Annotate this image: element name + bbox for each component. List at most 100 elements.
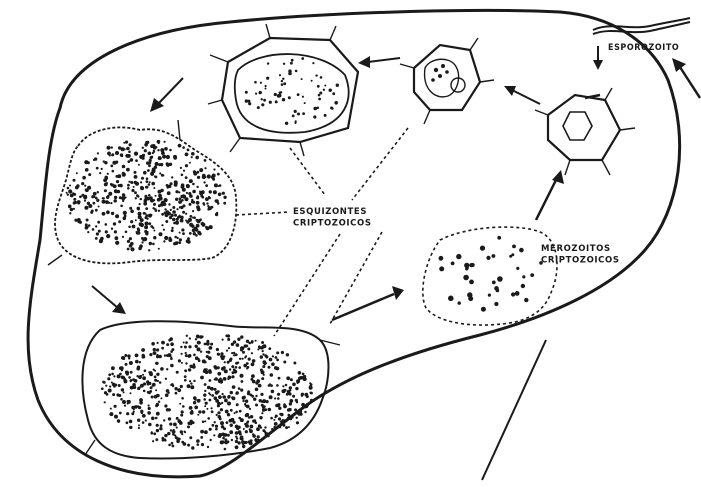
stipple-dot xyxy=(182,194,185,197)
stipple-dot xyxy=(253,398,256,401)
stipple-dot xyxy=(275,356,278,359)
stipple-dot xyxy=(102,212,106,216)
stipple-dot xyxy=(104,161,107,164)
hepatocyte-infected xyxy=(535,88,635,175)
stipple-dot xyxy=(122,400,126,404)
stipple-dot xyxy=(180,219,184,223)
stipple-dot xyxy=(179,421,183,425)
stipple-dot xyxy=(211,410,214,413)
stipple-dot xyxy=(262,399,266,403)
stipple-dot xyxy=(96,232,99,235)
stipple-dot xyxy=(277,403,280,406)
stipple-dot xyxy=(170,209,172,211)
stipple-dot xyxy=(231,396,234,399)
stipple-dot xyxy=(149,242,152,245)
stipple-dot xyxy=(189,380,191,382)
stipple-dot xyxy=(106,393,109,396)
stipple-dot xyxy=(134,191,137,194)
stipple-dot xyxy=(248,440,251,443)
stipple-dot xyxy=(85,169,88,172)
stipple-dot xyxy=(147,391,150,394)
stipple-dot xyxy=(261,377,264,380)
stipple-dot xyxy=(143,212,146,215)
stipple-dot xyxy=(190,215,193,218)
stipple-dot xyxy=(304,102,306,104)
stipple-dot xyxy=(172,445,175,448)
stipple-dot xyxy=(137,231,140,234)
stipple-dot xyxy=(464,263,469,268)
stipple-dot xyxy=(173,423,177,427)
stipple-dot xyxy=(140,186,143,189)
stipple-dot xyxy=(169,237,172,240)
stipple-dot xyxy=(148,222,151,225)
stipple-dot xyxy=(209,346,213,350)
stipple-dot xyxy=(198,410,201,413)
stipple-dot xyxy=(164,354,166,356)
stipple-dot xyxy=(488,294,491,297)
stipple-dot xyxy=(111,146,113,148)
stipple-dot xyxy=(217,411,220,414)
stipple-dot xyxy=(234,412,236,414)
stipple-dot xyxy=(75,201,78,204)
stipple-dot xyxy=(67,187,70,190)
stipple-dot xyxy=(283,63,285,65)
stipple-dot xyxy=(135,197,137,199)
stipple-dot xyxy=(197,443,200,446)
stipple-dot xyxy=(281,80,283,82)
stipple-dot xyxy=(258,384,262,388)
stipple-dot xyxy=(278,94,282,98)
stipple-dot xyxy=(143,390,146,393)
stipple-dot xyxy=(222,437,225,440)
stipple-dot xyxy=(193,363,196,366)
stipple-dot xyxy=(207,417,210,420)
stipple-dot xyxy=(292,395,295,398)
stipple-dot xyxy=(235,445,239,449)
stipple-dot xyxy=(111,212,114,215)
stipple-dot xyxy=(214,388,217,391)
stipple-dot xyxy=(240,335,243,338)
stipple-dot xyxy=(267,62,269,64)
stipple-dot xyxy=(211,175,215,179)
stipple-dot xyxy=(114,189,118,193)
stipple-dot xyxy=(141,156,144,159)
stipple-dot xyxy=(252,380,256,384)
stipple-dot xyxy=(296,417,298,419)
stipple-dot xyxy=(274,93,277,96)
stipple-dot xyxy=(173,222,176,225)
stipple-dot xyxy=(125,141,128,144)
stipple-dot xyxy=(163,240,165,242)
stipple-dot xyxy=(163,202,167,206)
stipple-dot xyxy=(152,207,154,209)
stipple-dot xyxy=(189,436,192,439)
stipple-dot xyxy=(68,189,72,193)
stipple-dot xyxy=(133,186,135,188)
stipple-dot xyxy=(264,426,266,428)
stipple-dot xyxy=(288,426,290,428)
stipple-dot xyxy=(245,413,249,417)
stipple-dot xyxy=(261,98,263,100)
stipple-dot xyxy=(271,428,273,430)
stipple-dot xyxy=(256,427,260,431)
stipple-dot xyxy=(210,343,213,346)
stipple-dot xyxy=(189,162,191,164)
stipple-dot xyxy=(197,208,201,212)
stipple-dot xyxy=(111,366,115,370)
stipple-dot xyxy=(146,381,148,383)
stipple-dot xyxy=(245,355,247,357)
stipple-dot xyxy=(172,210,176,214)
stipple-dot xyxy=(227,338,230,341)
stipple-dot xyxy=(334,101,338,105)
arrowhead xyxy=(593,60,603,70)
stipple-dot xyxy=(240,418,244,422)
stipple-dot xyxy=(245,99,248,102)
stipple-dot xyxy=(226,421,229,424)
stipple-dot xyxy=(73,198,76,201)
stipple-dot xyxy=(181,228,184,231)
stipple-dot xyxy=(195,345,198,348)
stipple-dot xyxy=(122,172,125,175)
stipple-dot xyxy=(171,229,174,232)
stipple-dot xyxy=(176,208,178,210)
stipple-dot xyxy=(144,149,147,152)
arrowhead xyxy=(358,56,370,68)
stipple-dot xyxy=(130,247,134,251)
